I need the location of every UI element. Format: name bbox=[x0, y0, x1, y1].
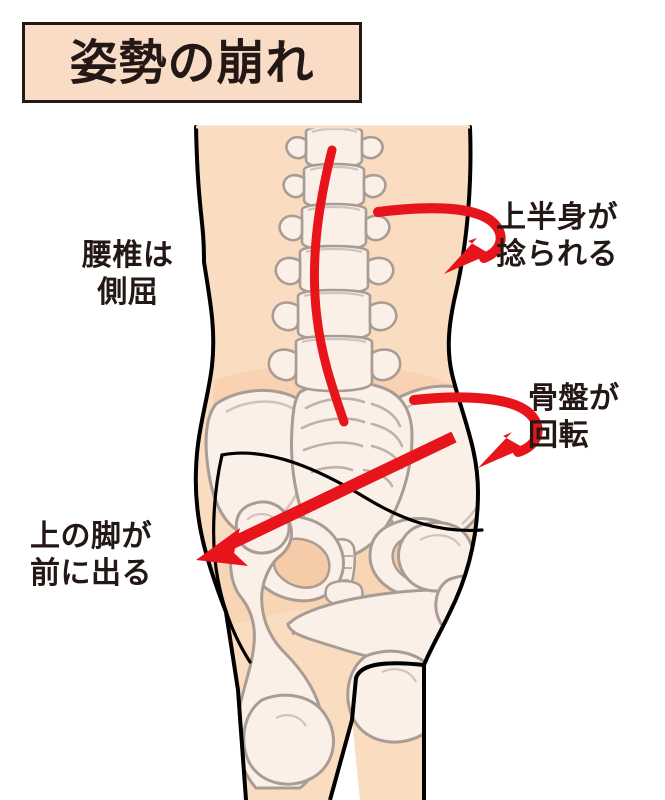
skeleton-group bbox=[204, 127, 478, 790]
reference-line bbox=[220, 451, 484, 533]
reference-line-lower bbox=[212, 453, 252, 664]
spine-deviation-curve bbox=[309, 145, 349, 427]
upper-body-twist-arrow-shaft bbox=[373, 203, 506, 263]
red-markers bbox=[196, 145, 543, 566]
page-title: 姿勢の崩れ bbox=[69, 34, 315, 91]
leg-forward-arrow-shaft bbox=[221, 431, 457, 553]
left-femur-condyle bbox=[242, 693, 335, 786]
greater-trochanter bbox=[434, 574, 478, 639]
upper-body-twist-arrowhead bbox=[444, 238, 490, 274]
right-femur-condyle bbox=[346, 649, 445, 744]
right-femur bbox=[286, 588, 478, 673]
pelvis-rotation-arrow-shaft bbox=[409, 392, 543, 457]
lumbar-side-bending-label: 腰椎は 側屈 bbox=[82, 238, 174, 310]
pelvis-rotation-label: 骨盤が 回転 bbox=[528, 381, 620, 453]
upper-leg-forward-label: 上の脚が 前に出る bbox=[30, 519, 152, 591]
upper-body-twist-label: 上半身が 捻られる bbox=[496, 200, 618, 272]
title-box: 姿勢の崩れ bbox=[22, 22, 362, 103]
leg-forward-arrowhead bbox=[196, 528, 248, 566]
pelvis-rotation-arrowhead bbox=[478, 432, 524, 468]
